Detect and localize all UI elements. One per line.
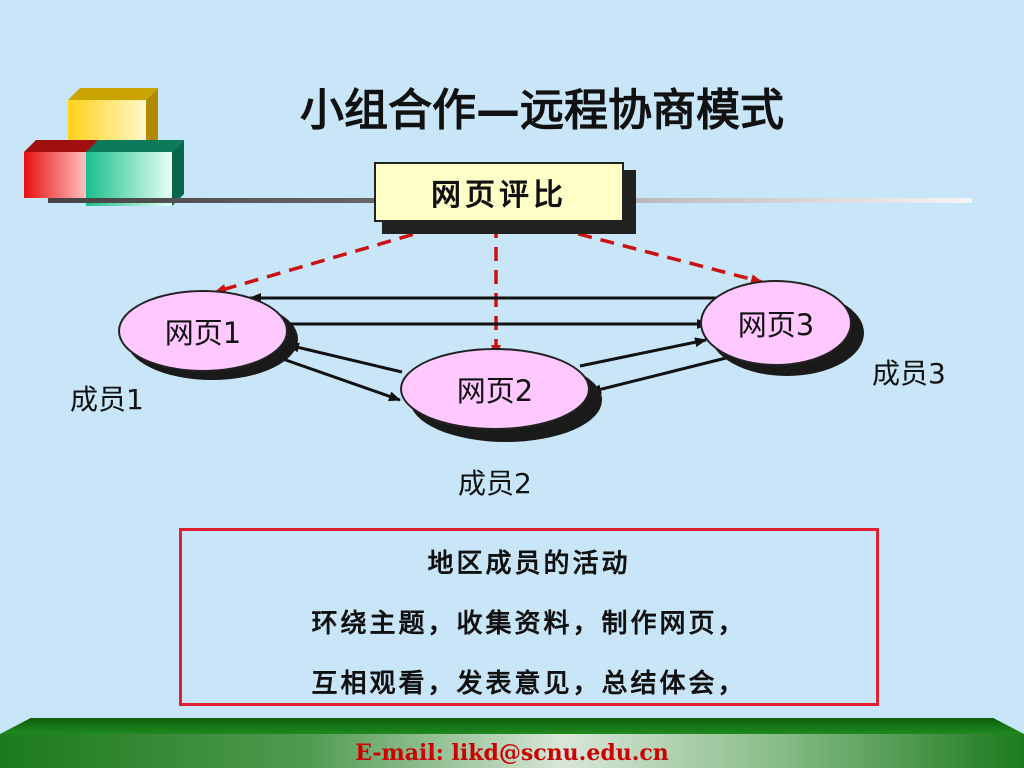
review-to-page1-arrow — [214, 226, 436, 294]
footer-band — [0, 734, 1024, 768]
page2-to-page3-arrow — [579, 337, 707, 368]
page2-to-page1-arrow — [287, 342, 403, 374]
page3-label: 网页3 — [737, 308, 815, 342]
footer-email: E-mail: likd@scnu.edu.cn — [355, 740, 669, 766]
member1-label: 成员1 — [70, 383, 144, 416]
activity-line-2: 互相观看，发表意见，总结体会， — [311, 669, 747, 699]
review-box: 网页评比 — [374, 162, 624, 222]
page1-to-page2-arrow — [279, 356, 401, 402]
cubes-logo — [24, 88, 189, 208]
page3-node: 网页3 — [700, 280, 852, 366]
page2-label: 网页2 — [456, 374, 534, 408]
page2-node: 网页2 — [400, 348, 590, 430]
member2-label: 成员2 — [458, 467, 532, 500]
slide-title: 小组合作—远程协商模式 — [300, 85, 784, 136]
activity-line-1: 环绕主题，收集资料，制作网页， — [311, 609, 747, 639]
page3-to-page2-arrow — [589, 356, 727, 395]
review-to-page3-arrow — [555, 226, 763, 285]
activity-heading: 地区成员的活动 — [427, 549, 631, 579]
member3-label: 成员3 — [872, 357, 946, 390]
page1-label: 网页1 — [164, 316, 242, 350]
activity-box: 地区成员的活动 环绕主题，收集资料，制作网页， 互相观看，发表意见，总结体会， — [179, 528, 879, 706]
page1-node: 网页1 — [118, 290, 288, 372]
footer-bevel — [0, 718, 1024, 734]
